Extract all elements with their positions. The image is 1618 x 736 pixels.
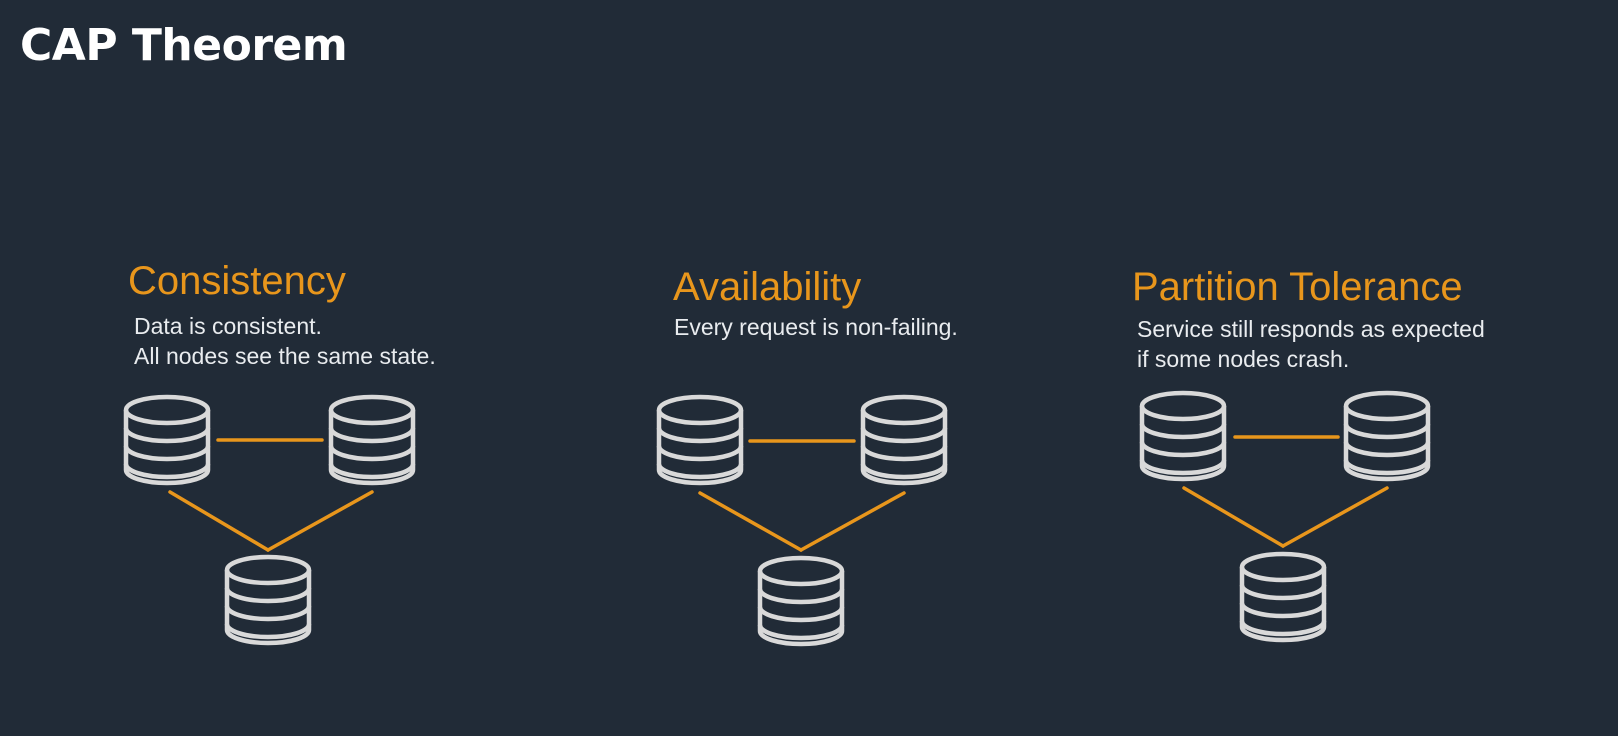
- database-icon: [659, 397, 741, 483]
- consistency-description: Data is consistent. All nodes see the sa…: [134, 311, 436, 371]
- link-line: [698, 491, 803, 552]
- consistency-diagram: [126, 397, 413, 643]
- database-icon: [863, 397, 945, 483]
- database-icon: [126, 397, 208, 483]
- description-line: All nodes see the same state.: [134, 343, 436, 369]
- availability-heading: Availability: [673, 265, 862, 309]
- description-line: Every request is non-failing.: [674, 314, 958, 340]
- database-icon: [331, 397, 413, 483]
- database-icon: [1142, 393, 1224, 479]
- database-icon: [1242, 554, 1324, 640]
- database-icon: [227, 557, 309, 643]
- link-line: [168, 490, 270, 552]
- description-line: Data is consistent.: [134, 313, 322, 339]
- page-title: CAP Theorem: [20, 20, 348, 71]
- description-line: Service still responds as expected: [1137, 316, 1485, 342]
- partition-tolerance-description: Service still responds as expected if so…: [1137, 314, 1485, 374]
- link-line: [799, 491, 906, 552]
- link-line: [1281, 486, 1389, 548]
- link-line: [266, 490, 374, 552]
- database-icon: [1346, 393, 1428, 479]
- partition-tolerance-diagram: [1142, 393, 1428, 640]
- database-icon: [760, 558, 842, 644]
- availability-description: Every request is non-failing.: [674, 312, 958, 342]
- description-line: if some nodes crash.: [1137, 346, 1350, 372]
- consistency-heading: Consistency: [128, 259, 346, 303]
- partition-tolerance-heading: Partition Tolerance: [1132, 265, 1463, 309]
- availability-diagram: [659, 397, 945, 644]
- link-line: [1182, 486, 1285, 548]
